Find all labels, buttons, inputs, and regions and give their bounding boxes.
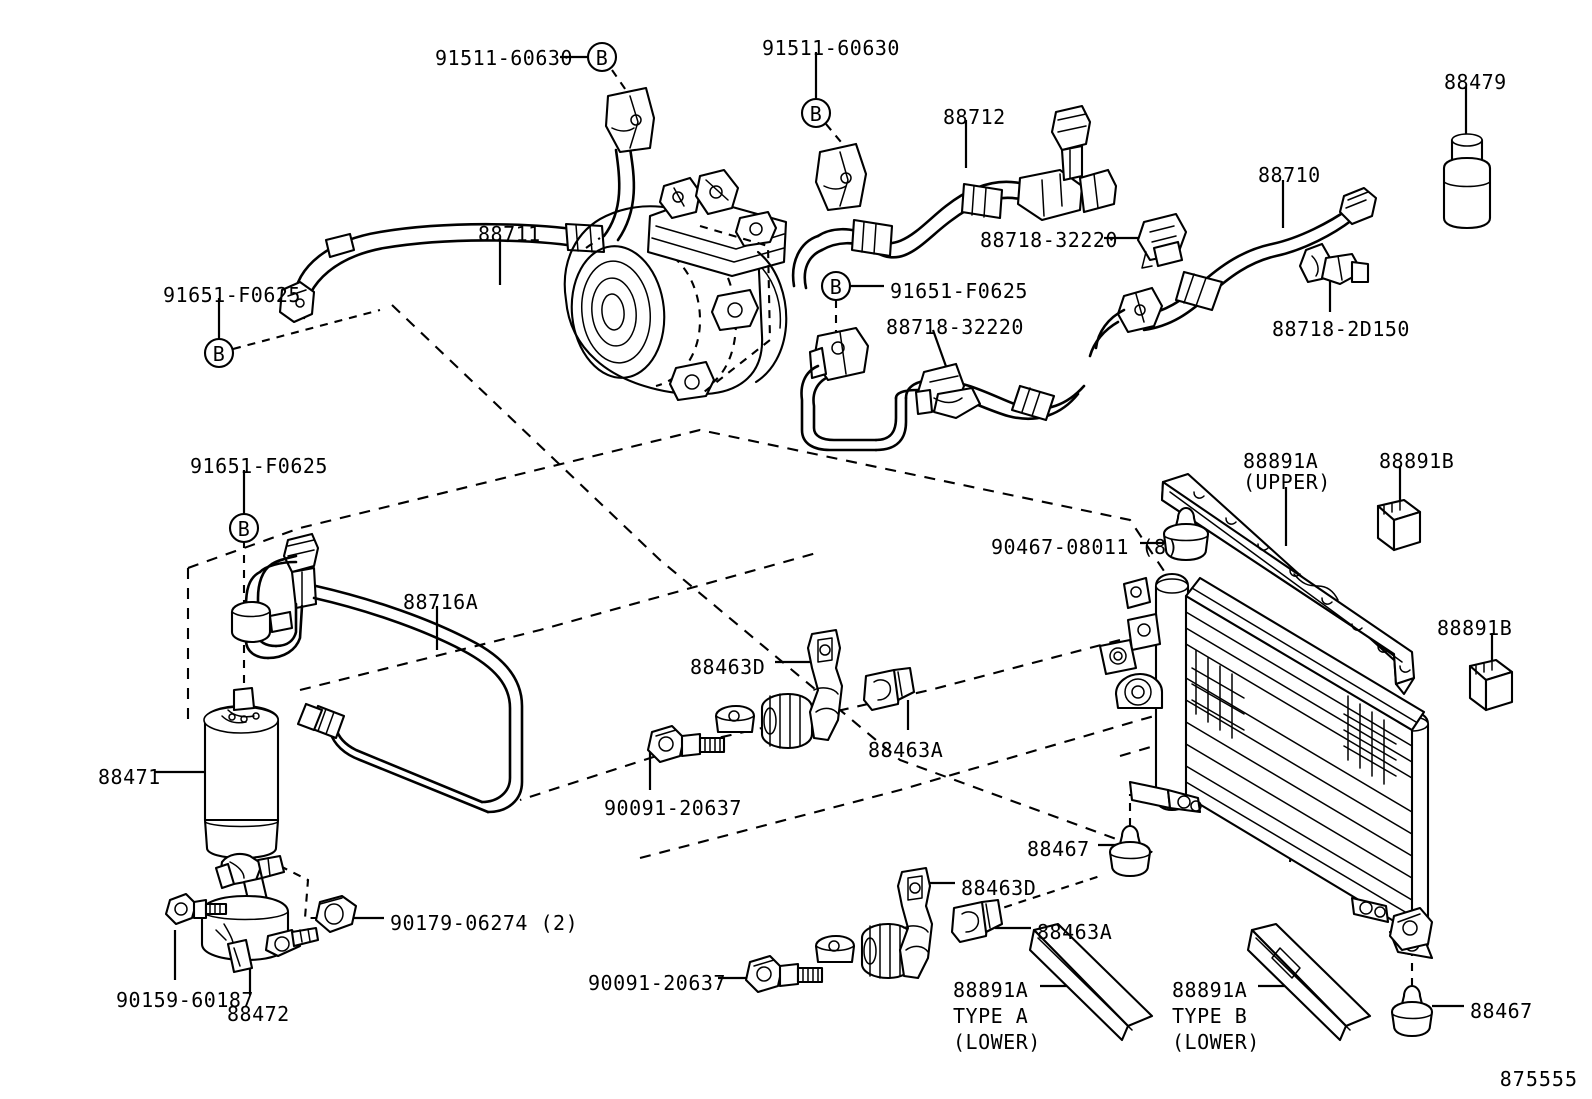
label-type-b-lower: (LOWER): [1172, 1030, 1260, 1054]
label-88891B-top: 88891B: [1379, 449, 1455, 473]
label-88467-upper: 88467: [1027, 837, 1090, 861]
label-90091-20637-lower: 90091-20637: [588, 971, 726, 995]
label-88712: 88712: [943, 105, 1006, 129]
label-90159-60187: 90159-60187: [116, 988, 254, 1012]
part-88711-suction-hose: [278, 86, 656, 324]
label-91511-60630-right: 91511-60630: [762, 36, 900, 60]
label-type-a: TYPE A: [953, 1004, 1029, 1028]
label-88718-32220-upper: 88718-32220: [980, 228, 1118, 252]
compressor-assembly: [563, 168, 788, 402]
label-91651-F0625-mid: 91651-F0625: [190, 454, 328, 478]
label-88710: 88710: [1258, 163, 1321, 187]
balloon-letter-b2: B: [809, 102, 823, 126]
balloon-letter-b4: B: [829, 275, 843, 299]
label-88467-lower: 88467: [1470, 999, 1533, 1023]
label-88463A-upper: 88463A: [868, 738, 944, 762]
label-91511-60630-left: 91511-60630: [435, 46, 573, 70]
leader-lines: [155, 52, 1494, 1008]
label-88479: 88479: [1444, 70, 1507, 94]
clamp-88718-32220-upper: [1136, 212, 1188, 269]
part-90179-06274-nut: [314, 894, 358, 934]
balloon-markers: [203, 41, 852, 544]
part-90159-60187-screw: [164, 892, 228, 926]
part-88891B-blocks: [1376, 498, 1514, 712]
part-88891A-seal-bars: [1028, 922, 1372, 1042]
part-88479-pressure-switch: [1442, 133, 1492, 230]
label-88891A-upper: 88891A: [1243, 449, 1319, 473]
label-88718-2D150: 88718-2D150: [1272, 317, 1410, 341]
label-88711: 88711: [478, 222, 541, 246]
fastener-group-lower: [744, 866, 1004, 994]
part-88467-grommets: [1108, 824, 1434, 1038]
lower-tube-run: [800, 326, 1086, 452]
diagram-doc-id: 875555: [1499, 1067, 1578, 1091]
label-88471: 88471: [98, 765, 161, 789]
label-88472: 88472: [227, 1002, 290, 1026]
balloon-letter-b3: B: [212, 342, 226, 366]
label-88891A-type-b: 88891A: [1172, 978, 1248, 1002]
label-88463D-lower: 88463D: [961, 876, 1037, 900]
part-88472-drier-bracket: [164, 852, 358, 974]
clamp-88718-32220-lower: [914, 362, 982, 420]
label-type-b: TYPE B: [1172, 1004, 1248, 1028]
part-90467-08011-clip: [1162, 506, 1210, 562]
label-88891A-upper-qualifier: (UPPER): [1243, 470, 1331, 494]
label-88891A-type-a: 88891A: [953, 978, 1029, 1002]
label-90179-06274: 90179-06274 (2): [390, 911, 579, 935]
part-88716A-liquid-pipe: [230, 532, 524, 814]
label-88891B-lower: 88891B: [1437, 616, 1513, 640]
label-88463A-lower: 88463A: [1037, 920, 1113, 944]
part-88712-discharge-hose: [791, 104, 1118, 290]
balloon-letter-b5: B: [237, 517, 251, 541]
label-type-a-lower: (LOWER): [953, 1030, 1041, 1054]
label-91651-F0625-center: 91651-F0625: [890, 279, 1028, 303]
balloon-letter-b1: B: [595, 46, 609, 70]
fastener-group-upper: [646, 628, 916, 764]
clamp-88718-2D150: [1298, 242, 1370, 286]
part-88710-liquid-tube: [1088, 186, 1378, 358]
label-88716A: 88716A: [403, 590, 479, 614]
label-91651-F0625-left: 91651-F0625: [163, 283, 301, 307]
label-88463D-upper: 88463D: [690, 655, 766, 679]
label-90467-08011: 90467-08011 (8): [991, 535, 1180, 559]
part-88471-receiver-drier: [203, 686, 280, 860]
label-88718-32220-lower: 88718-32220: [886, 315, 1024, 339]
label-90091-20637-upper: 90091-20637: [604, 796, 742, 820]
